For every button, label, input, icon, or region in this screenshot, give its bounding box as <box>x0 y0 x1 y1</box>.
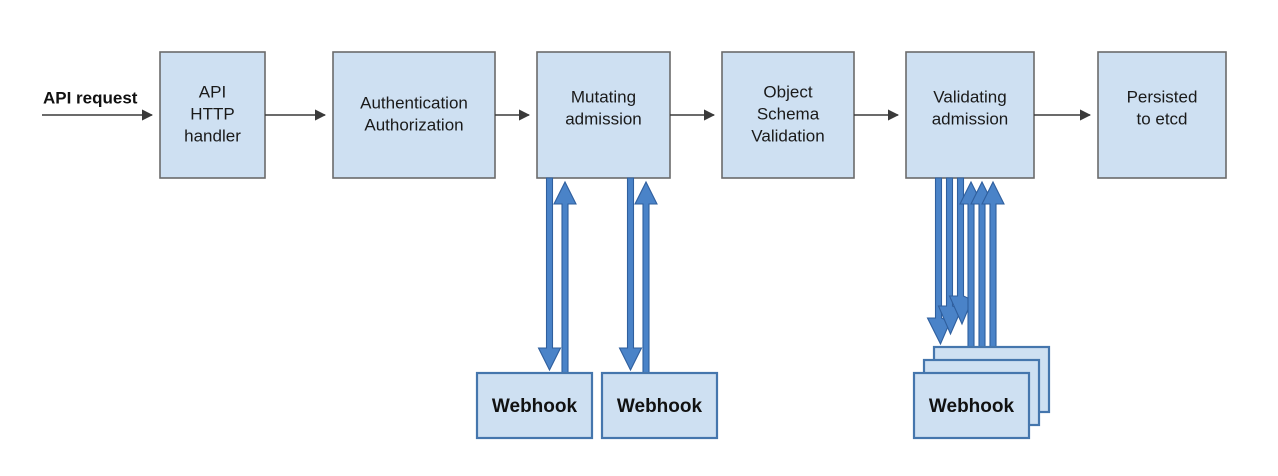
webhook-boxes: Webhook Webhook Webhook <box>475 345 1051 440</box>
stage-label-line: API <box>199 82 226 101</box>
stage-box-rect <box>1097 51 1227 179</box>
stage-label-line: admission <box>565 109 642 128</box>
stage-box-rect <box>905 51 1035 179</box>
webhook-box-mutating-2[interactable]: Webhook <box>600 371 719 440</box>
call-mutating-webhook-1-arrow <box>537 177 562 372</box>
webhook-arrows-mutating-1 <box>537 177 577 374</box>
webhook-arrows-mutating-2 <box>618 177 658 374</box>
return-mutating-webhook-1-arrow <box>553 180 577 374</box>
return-mutating-webhook-2-arrow <box>634 180 658 374</box>
call-validating-webhook-2-arrow <box>937 177 962 336</box>
webhook-arrows-validating <box>926 177 1005 374</box>
api-request-entry: API request <box>42 88 154 121</box>
stage-label-line: HTTP <box>190 104 234 123</box>
stage-label-line: Authentication <box>360 93 468 112</box>
stage-box-rect <box>536 51 671 179</box>
stage-label-line: Validation <box>751 126 824 145</box>
webhook-box-label: Webhook <box>492 396 578 417</box>
stage-box-authentication-authorization[interactable]: Authentication Authorization <box>332 51 496 179</box>
stage-box-persisted-to-etcd[interactable]: Persisted to etcd <box>1097 51 1227 179</box>
stage-label-line: Object <box>763 82 812 101</box>
stage-label-line: to etcd <box>1136 109 1187 128</box>
stage-label-line: Authorization <box>364 115 463 134</box>
stage-label-line: Mutating <box>571 87 636 106</box>
webhook-box-label: Webhook <box>929 396 1015 417</box>
stage-label-line: handler <box>184 126 241 145</box>
stage-label-line: Persisted <box>1127 87 1198 106</box>
stage-boxes: API HTTP handler Authentication Authoriz… <box>159 51 1227 179</box>
stage-label-line: Schema <box>757 104 820 123</box>
return-validating-webhook-3-arrow <box>981 180 1005 348</box>
stage-label-line: admission <box>932 109 1009 128</box>
webhook-box-validating-stack-front[interactable]: Webhook <box>912 371 1031 440</box>
webhook-box-mutating-1[interactable]: Webhook <box>475 371 594 440</box>
stage-label-line: Validating <box>933 87 1006 106</box>
call-validating-webhook-1-arrow <box>926 177 951 346</box>
webhook-box-rect <box>475 371 594 440</box>
api-request-label: API request <box>43 88 138 107</box>
stage-box-mutating-admission[interactable]: Mutating admission <box>536 51 671 179</box>
stage-box-object-schema-validation[interactable]: Object Schema Validation <box>721 51 855 179</box>
stage-box-api-http-handler[interactable]: API HTTP handler <box>159 51 266 179</box>
webhook-box-rect <box>912 371 1031 440</box>
call-mutating-webhook-2-arrow <box>618 177 643 372</box>
webhook-box-label: Webhook <box>617 396 703 417</box>
stage-box-validating-admission[interactable]: Validating admission <box>905 51 1035 179</box>
stage-box-rect <box>721 51 855 179</box>
webhook-box-rect <box>600 371 719 440</box>
